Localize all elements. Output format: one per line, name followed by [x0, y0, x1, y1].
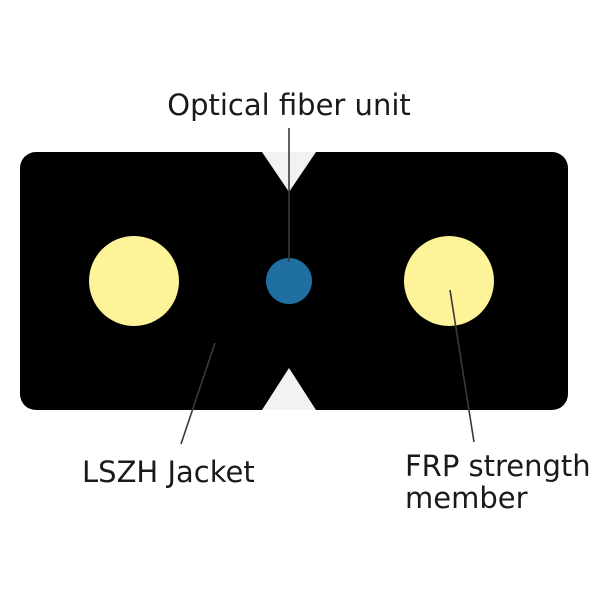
leader-line-lszh-jacket: [180, 342, 216, 445]
bottom-notch: [262, 368, 316, 410]
label-optical-fiber-unit: Optical fiber unit: [167, 88, 411, 122]
leader-line-frp-member: [449, 289, 475, 443]
label-lszh-jacket: LSZH Jacket: [82, 455, 255, 489]
label-frp-strength-line1: FRP strength: [405, 449, 591, 483]
frp-strength-member-right: [404, 236, 494, 326]
label-frp-strength-line2: member: [405, 481, 528, 515]
frp-strength-member-left: [89, 236, 179, 326]
optical-fiber-unit: [266, 258, 312, 304]
